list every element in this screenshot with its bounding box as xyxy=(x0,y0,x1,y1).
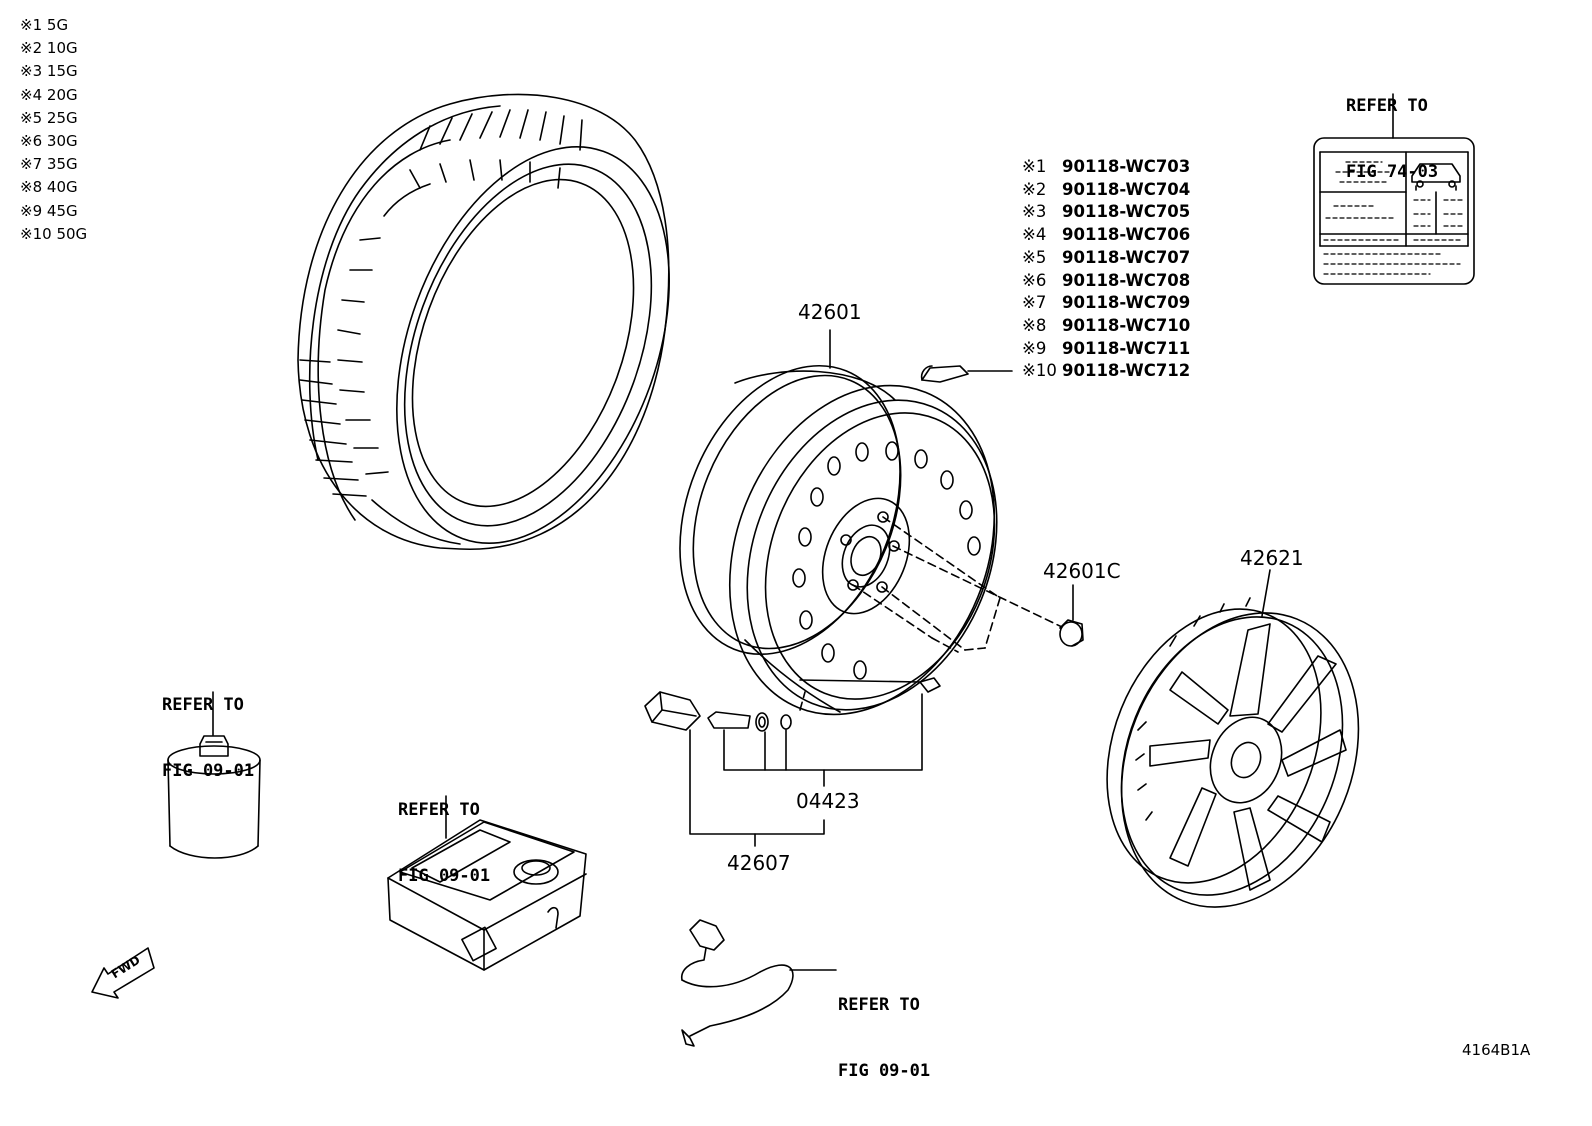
legend-item: ※3 15G xyxy=(20,62,78,81)
part-number-wheel-cap[interactable]: 42621 xyxy=(1240,546,1304,570)
legend-item: ※5 25G xyxy=(20,108,78,127)
weight-legend: ※1 5G ※2 10G ※3 15G ※4 20G ※5 25G ※6 30G… xyxy=(20,14,87,246)
refer-oil-filter[interactable]: REFER TO FIG 09-01 xyxy=(162,695,255,781)
legend-item: ※9 45G xyxy=(20,201,78,220)
refer-repair-kit[interactable]: REFER TO FIG 09-01 xyxy=(398,800,491,886)
part-number-valve-set[interactable]: 04423 xyxy=(796,789,860,813)
part-number-pressure-sensor[interactable]: 42607 xyxy=(727,851,791,875)
repair-kit-illustration xyxy=(387,795,587,971)
legend-item: ※4 20G xyxy=(20,85,78,104)
legend-item: ※1 5G xyxy=(20,16,69,34)
fwd-arrow-icon xyxy=(91,947,155,999)
hose-illustration xyxy=(680,919,837,1047)
valve-and-sensor-illustration xyxy=(644,677,941,847)
disc-wheel-illustration xyxy=(679,329,1063,716)
legend-item: ※10 50G xyxy=(20,224,88,243)
hub-nut-illustration xyxy=(1059,584,1084,647)
parts-diagram: ※1 5G ※2 10G ※3 15G ※4 20G ※5 25G ※6 30G… xyxy=(20,14,1531,1081)
refer-label-plate[interactable]: REFER TO FIG 74-03 xyxy=(1346,96,1439,182)
balance-weight-illustration xyxy=(920,365,1013,383)
part-number-hub-nut[interactable]: 42601C xyxy=(1043,559,1121,583)
diagram-code: 4164B1A xyxy=(1462,1041,1531,1059)
legend-item: ※2 10G xyxy=(20,39,78,58)
label-plate-illustration xyxy=(1313,93,1475,285)
tire-illustration xyxy=(297,93,670,550)
legend-item: ※7 35G xyxy=(20,155,78,174)
legend-item: ※6 30G xyxy=(20,132,78,151)
oil-filter-illustration xyxy=(167,691,261,859)
exploded-view-drawing xyxy=(91,93,1475,1047)
refer-hose[interactable]: REFER TO FIG 09-01 xyxy=(838,995,931,1081)
part-number-disc-wheel[interactable]: 42601 xyxy=(798,300,862,324)
wheel-cap-illustration xyxy=(1106,569,1360,908)
legend-item: ※8 40G xyxy=(20,178,78,197)
